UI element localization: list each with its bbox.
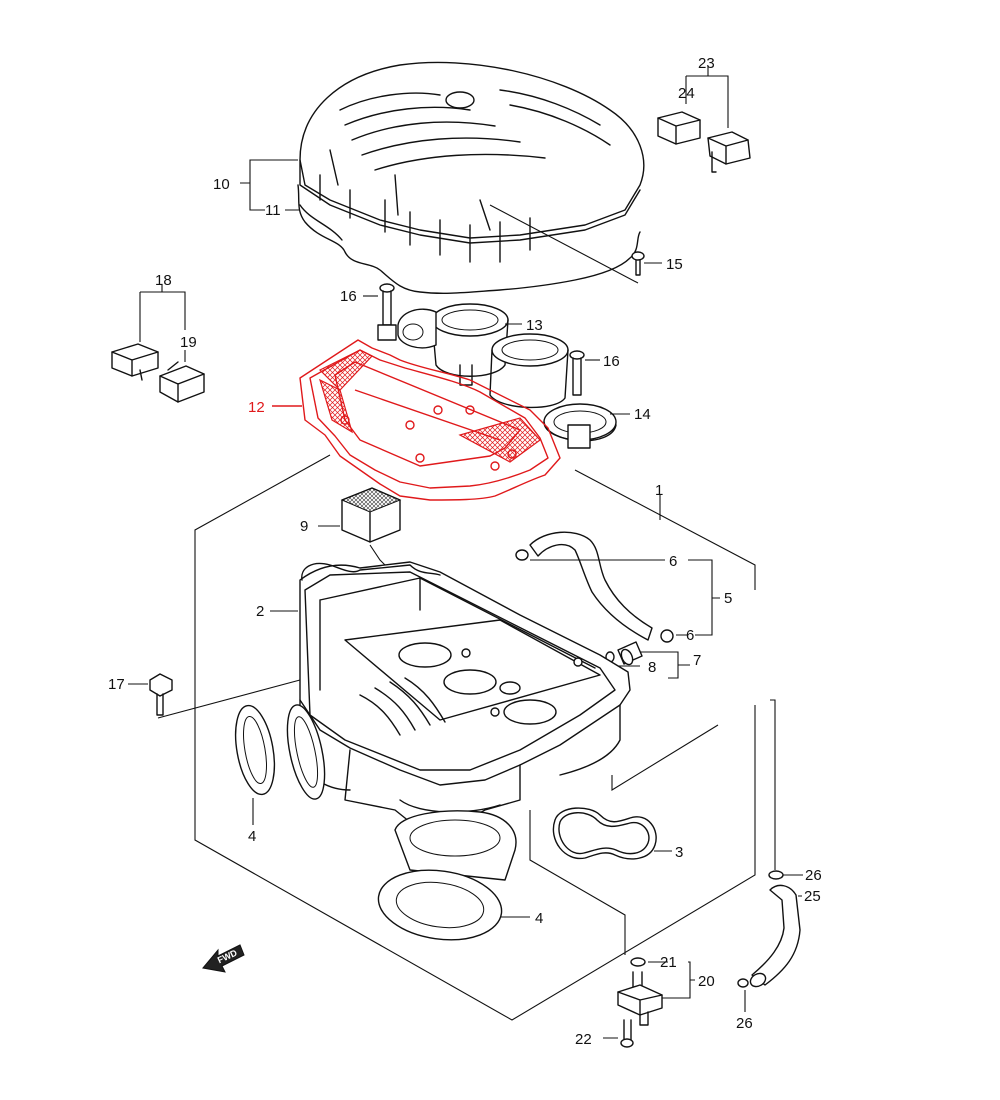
clamp-6-bottom — [660, 629, 674, 643]
callout-11: 11 — [265, 202, 281, 219]
callout-3: 3 — [675, 844, 683, 861]
seal-ring-4-left — [234, 704, 276, 796]
callout-17: 17 — [108, 676, 125, 693]
callout-7: 7 — [693, 652, 701, 669]
callout-13: 13 — [526, 317, 543, 334]
callout-18: 18 — [155, 272, 172, 289]
washer-21 — [630, 957, 646, 967]
callout-23: 23 — [698, 55, 715, 72]
fwd-arrow-icon: FWD — [202, 944, 245, 973]
seal-ring-4-mid — [286, 704, 326, 800]
drain-plug-20 — [617, 971, 663, 1026]
air-cleaner-cover — [299, 61, 645, 263]
fitting-7 — [617, 641, 643, 666]
callout-9: 9 — [300, 518, 308, 535]
sponge-9 — [340, 487, 402, 543]
callout-10: 10 — [213, 176, 230, 193]
callout-21: 21 — [660, 954, 677, 971]
screw-22 — [620, 1019, 634, 1048]
callout-12: 12 — [248, 399, 265, 416]
callout-26-top: 26 — [805, 867, 822, 884]
callout-26-bottom: 26 — [736, 1015, 753, 1032]
hose-5 — [529, 531, 653, 641]
callout-15: 15 — [666, 256, 683, 273]
connector-19 — [159, 361, 205, 403]
connector-23 — [707, 131, 751, 173]
funnel-14 — [489, 333, 617, 449]
connector-24 — [657, 111, 701, 145]
callout-19: 19 — [180, 334, 197, 351]
callout-4-left: 4 — [248, 828, 256, 845]
air-cleaner-element-12-highlighted — [299, 339, 561, 501]
callout-1: 1 — [655, 482, 663, 499]
callout-22: 22 — [575, 1031, 592, 1048]
clamp-26-top — [768, 870, 784, 880]
callout-2: 2 — [256, 603, 264, 620]
funnel-13 — [397, 303, 509, 386]
callout-14: 14 — [634, 406, 651, 423]
callout-16-left: 16 — [340, 288, 357, 305]
callout-16-right: 16 — [603, 353, 620, 370]
bolt-16-left — [377, 283, 397, 341]
callout-6-top: 6 — [669, 553, 677, 570]
o-ring-3 — [552, 807, 657, 860]
callout-5: 5 — [724, 590, 732, 607]
callout-25: 25 — [804, 888, 821, 905]
bolt-16-right — [569, 350, 585, 396]
intake-duct — [394, 810, 517, 881]
clamp-6-top — [515, 549, 529, 561]
hose-25 — [749, 884, 801, 988]
bolt-17 — [149, 673, 173, 716]
callout-24: 24 — [678, 85, 695, 102]
callout-8: 8 — [648, 659, 656, 676]
connector-18 — [111, 343, 159, 381]
assembly-outline-1 — [194, 454, 756, 1021]
clamp-26-bottom — [737, 978, 749, 988]
callout-20: 20 — [698, 973, 715, 990]
seal-ring-4-duct — [377, 869, 503, 941]
screw-15 — [631, 251, 645, 276]
air-cleaner-case-2 — [299, 561, 631, 831]
callout-6-bottom: 6 — [686, 627, 694, 644]
cover-gasket — [297, 184, 641, 294]
callout-4-duct: 4 — [535, 910, 543, 927]
